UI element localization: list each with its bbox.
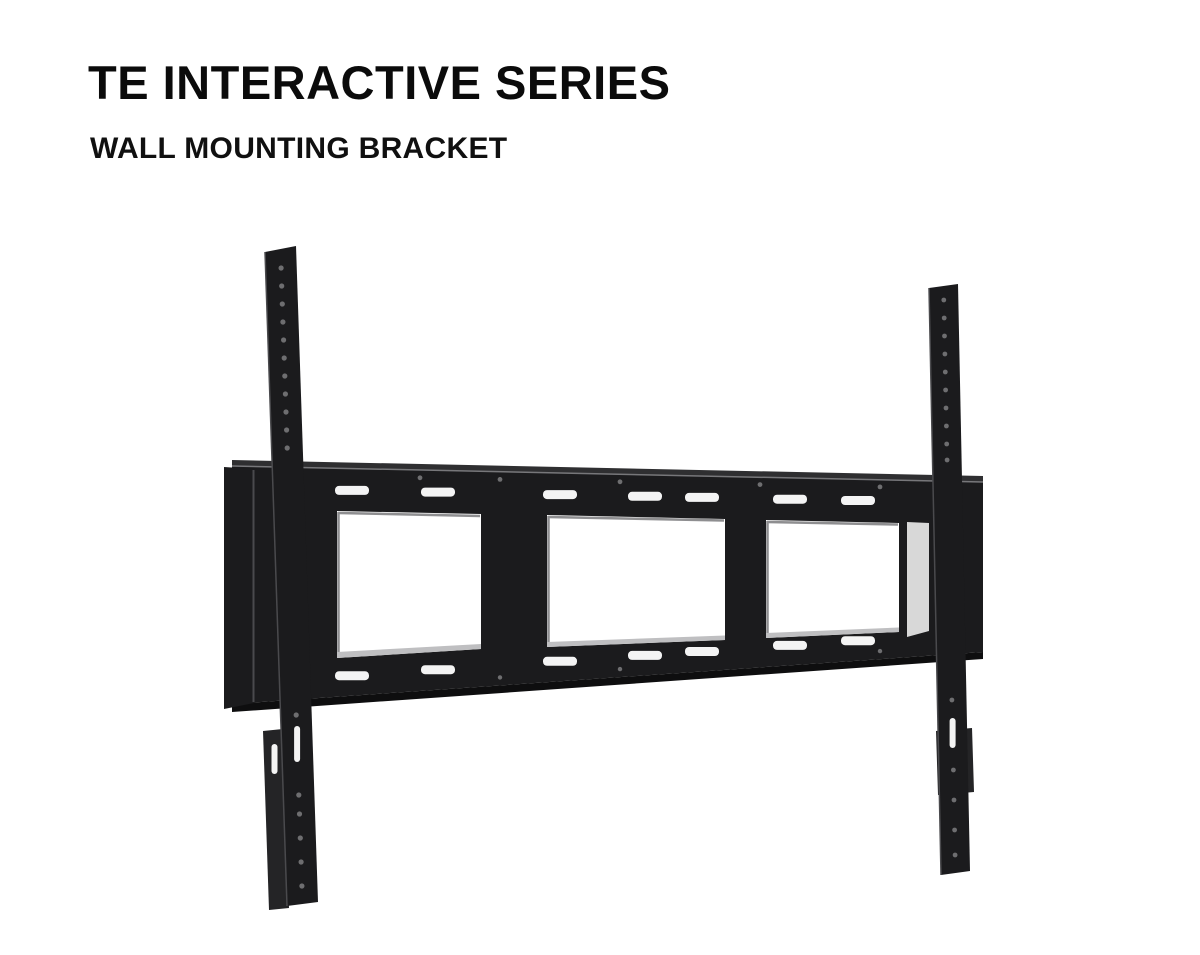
right-end-gap xyxy=(907,522,929,637)
wall-plate-bottom-slots xyxy=(335,636,875,681)
left-tab-slot xyxy=(271,744,278,774)
wall-plate-top-slots xyxy=(335,485,875,505)
left-rail-holes xyxy=(278,265,305,889)
wall-plate-top-highlight xyxy=(231,465,984,483)
left-rail xyxy=(263,246,318,910)
right-rail xyxy=(928,284,974,876)
wall-plate xyxy=(224,460,984,712)
wall-plate-left-endcap xyxy=(224,467,254,709)
right-rail-holes xyxy=(941,297,958,858)
left-rail-edge-highlight xyxy=(264,251,288,907)
window-inner-shadows xyxy=(337,511,899,656)
right-rail-slot xyxy=(949,718,956,748)
product-series-title: TE INTERACTIVE SERIES xyxy=(88,56,671,109)
product-subtitle: WALL MOUNTING BRACKET xyxy=(90,132,508,166)
left-rail-slot xyxy=(294,726,301,762)
window-bottom-lips xyxy=(337,627,899,658)
header: TE INTERACTIVE SERIES WALL MOUNTING BRAC… xyxy=(88,58,670,165)
left-rail-body xyxy=(265,246,318,906)
wall-plate-bottom-lip xyxy=(232,652,983,712)
right-rail-edge-highlight xyxy=(928,287,942,876)
right-rail-body xyxy=(929,284,970,875)
